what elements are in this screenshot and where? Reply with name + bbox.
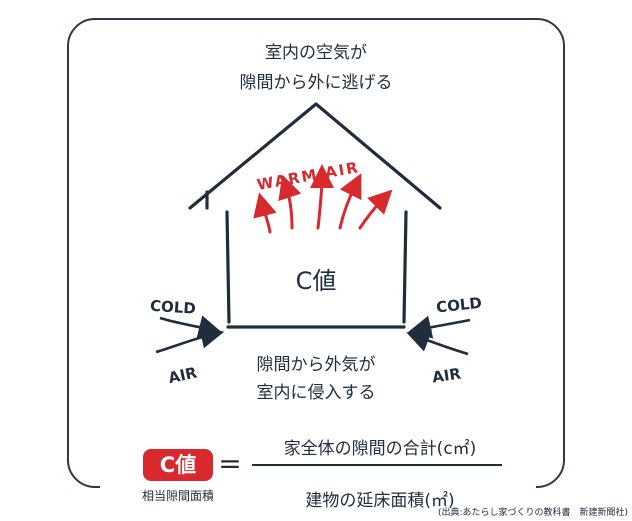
left-cold-arrow-upper [159, 315, 223, 339]
bottom-caption-line1: 隙間から外気が [256, 355, 376, 375]
right-cold-arrow-upper [407, 315, 471, 339]
right-cold-label: COLD [435, 294, 482, 317]
right-air-label: AIR [431, 365, 462, 387]
left-cold-label: COLD [149, 297, 196, 318]
top-caption-line2: 隙間から外に逃げる [239, 73, 393, 93]
formula-denominator: 建物の延床面積(㎡) [305, 491, 455, 511]
left-air-label: AIR [167, 363, 199, 387]
source-citation: (出典:あたらし家づくりの教科書 新建新聞社) [437, 508, 628, 518]
house-outline [188, 102, 442, 329]
warm-air-label: WARM AIR [256, 158, 361, 194]
right-cold-arrow-lower [406, 329, 469, 356]
warm-air-arrows [253, 164, 393, 234]
c-value-badge: C値 [143, 449, 213, 481]
equals-sign: = [218, 447, 242, 480]
bottom-caption-line2: 室内に侵入する [256, 383, 376, 403]
formula-numerator: 家全体の隙間の合計(c㎡) [283, 439, 477, 459]
house-center-label: C値 [295, 267, 337, 295]
frame-gap [100, 478, 536, 492]
fraction-line [252, 464, 502, 466]
c-value-caption: 相当隙間面積 [141, 489, 214, 503]
left-cold-arrow-lower [155, 325, 225, 354]
top-caption-line1: 室内の空気が [265, 43, 367, 63]
